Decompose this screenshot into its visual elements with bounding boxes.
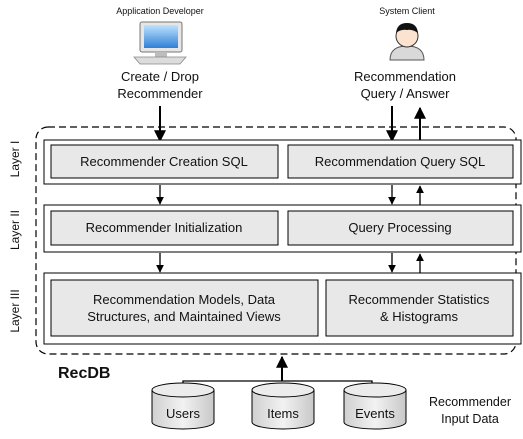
items-label: Items bbox=[267, 406, 299, 421]
layer3-label: Layer III bbox=[8, 289, 22, 332]
items-cylinder: Items bbox=[251, 382, 315, 430]
client-action-line1: Recommendation bbox=[354, 69, 456, 84]
initialization-text: Recommender Initialization bbox=[86, 220, 243, 235]
statistics-text-line1: Recommender Statistics bbox=[349, 292, 490, 307]
user-icon bbox=[389, 23, 425, 61]
developer-action-line1: Create / Drop bbox=[121, 69, 199, 84]
query-processing-text: Query Processing bbox=[348, 220, 451, 235]
events-cylinder: Events bbox=[343, 382, 407, 430]
client-action-line2: Query / Answer bbox=[361, 86, 451, 101]
developer-action-line2: Recommender bbox=[117, 86, 203, 101]
events-label: Events bbox=[355, 406, 395, 421]
statistics-box bbox=[325, 279, 514, 337]
query-sql-text: Recommendation Query SQL bbox=[315, 154, 486, 169]
models-box bbox=[50, 279, 319, 337]
models-text-line2: Structures, and Maintained Views bbox=[87, 309, 281, 324]
models-text-line1: Recommendation Models, Data bbox=[93, 292, 276, 307]
recdb-label: RecDB bbox=[58, 365, 110, 382]
query-processing-box bbox=[287, 210, 514, 246]
developer-role-label: Application Developer bbox=[116, 6, 204, 16]
layer2-label: Layer II bbox=[8, 210, 22, 250]
input-data-caption-line2: Input Data bbox=[441, 412, 499, 426]
statistics-text-line2: & Histograms bbox=[380, 309, 459, 324]
query-sql-box bbox=[287, 144, 514, 179]
users-label: Users bbox=[166, 406, 200, 421]
input-data-caption-line1: Recommender bbox=[429, 395, 511, 409]
creation-sql-box bbox=[50, 144, 279, 179]
layer1-label: Layer I bbox=[8, 141, 22, 178]
client-role-label: System Client bbox=[379, 6, 435, 16]
users-cylinder: Users bbox=[151, 382, 215, 430]
computer-icon bbox=[133, 21, 187, 65]
creation-sql-text: Recommender Creation SQL bbox=[80, 154, 248, 169]
initialization-box bbox=[50, 210, 279, 246]
